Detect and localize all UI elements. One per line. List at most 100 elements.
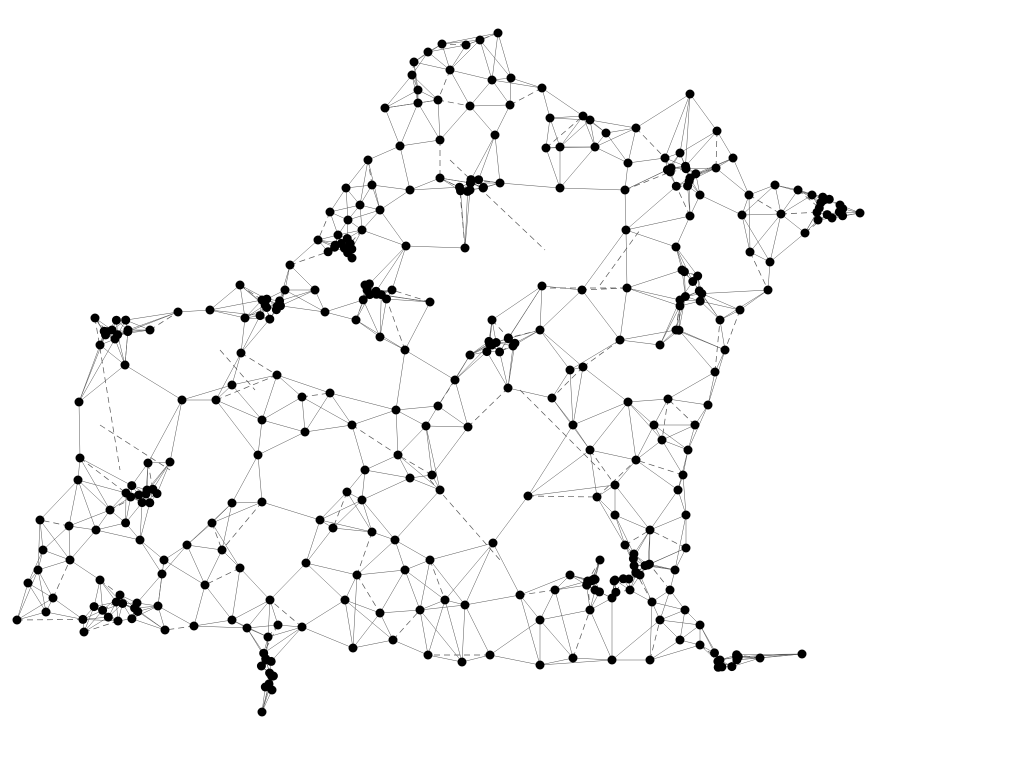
graph-node — [618, 574, 628, 584]
graph-edge — [492, 495, 529, 544]
graph-edge — [659, 619, 681, 641]
graph-node — [662, 165, 672, 175]
graph-edge — [163, 544, 188, 561]
graph-node — [74, 397, 84, 407]
graph-edge — [491, 79, 511, 106]
graph-edge — [301, 396, 306, 433]
graph-edge — [39, 519, 44, 551]
graph-node — [99, 326, 109, 336]
graph-node — [153, 601, 163, 611]
graph-node — [655, 340, 665, 350]
graph-edge — [478, 134, 496, 180]
graph-edge — [240, 317, 246, 354]
graph-node — [547, 393, 557, 403]
graph-node — [484, 336, 494, 346]
graph-edge — [539, 289, 583, 331]
graph-edge — [193, 584, 206, 627]
graph-node — [482, 347, 492, 357]
graph-node — [435, 173, 445, 183]
graph-node — [205, 305, 215, 315]
graph-edge — [464, 604, 491, 656]
graph-edge — [614, 514, 626, 546]
graph-edge — [397, 425, 427, 456]
graph-edge — [332, 491, 348, 529]
graph-node — [460, 243, 470, 253]
graph-edge — [627, 398, 669, 403]
graph-node — [610, 510, 620, 520]
graph-node — [585, 115, 595, 125]
graph-node — [670, 565, 680, 575]
graph-edge — [68, 525, 97, 531]
graph-node — [285, 260, 295, 270]
graph-edge — [674, 514, 687, 571]
graph-edge — [647, 529, 651, 566]
graph-edge — [647, 547, 687, 566]
graph-edge — [627, 401, 655, 426]
graph-node — [310, 285, 320, 295]
graph-node — [461, 40, 471, 50]
graph-node — [211, 395, 221, 405]
graph-edge — [68, 509, 111, 527]
graph-node — [590, 142, 600, 152]
graph-edge — [494, 134, 501, 184]
graph-edge — [659, 619, 701, 626]
graph-edge — [510, 77, 543, 89]
edge-layer — [16, 32, 861, 713]
graph-edge — [305, 527, 334, 564]
graph-edge — [246, 599, 271, 629]
node-layer — [12, 28, 865, 717]
graph-edge — [624, 162, 629, 191]
graph-node — [465, 178, 475, 188]
graph-edge — [346, 491, 373, 533]
graph-edge — [701, 293, 741, 311]
graph-node — [409, 57, 419, 67]
graph-node — [478, 183, 488, 193]
graph-edge — [379, 298, 387, 338]
graph-edge — [731, 657, 761, 667]
graph-node — [367, 527, 377, 537]
graph-edge — [344, 599, 354, 649]
graph-node — [33, 565, 43, 575]
graph-node — [770, 180, 780, 190]
graph-node — [266, 656, 276, 666]
graph-node — [313, 235, 323, 245]
graph-edge — [42, 549, 71, 561]
graph-node — [495, 178, 505, 188]
graph-node — [360, 465, 370, 475]
graph-edge — [211, 522, 223, 551]
graph-edge — [394, 539, 406, 571]
graph-edge — [661, 439, 684, 476]
graph-edge — [460, 190, 466, 249]
graph-node — [663, 394, 673, 404]
graph-edge — [395, 349, 406, 411]
graph-node — [120, 360, 130, 370]
graph-node — [437, 39, 447, 49]
graph-node — [342, 487, 352, 497]
graph-edge — [633, 529, 651, 555]
graph-node — [227, 498, 237, 508]
graph-edge — [329, 392, 397, 411]
graph-node — [568, 653, 578, 663]
graph-node — [813, 215, 823, 225]
graph-node — [737, 210, 747, 220]
graph-edge — [347, 209, 381, 221]
graph-node — [325, 207, 335, 217]
graph-edge — [371, 184, 411, 191]
graph-edge — [109, 494, 139, 511]
graph-edge — [715, 167, 750, 196]
graph-edge — [627, 127, 637, 164]
graph-edge — [572, 401, 629, 426]
graph-node — [273, 620, 283, 630]
graph-edge — [413, 61, 419, 104]
graph-edge — [411, 74, 439, 101]
graph-edge — [470, 134, 496, 180]
graph-edge — [221, 502, 233, 551]
graph-edge — [409, 186, 460, 191]
graph-node — [264, 679, 274, 689]
graph-edge — [454, 379, 469, 428]
graph-edge — [39, 519, 70, 527]
graph-edge — [675, 215, 691, 248]
graph-edge — [257, 454, 263, 503]
graph-edge — [215, 399, 259, 456]
graph-node — [401, 241, 411, 251]
